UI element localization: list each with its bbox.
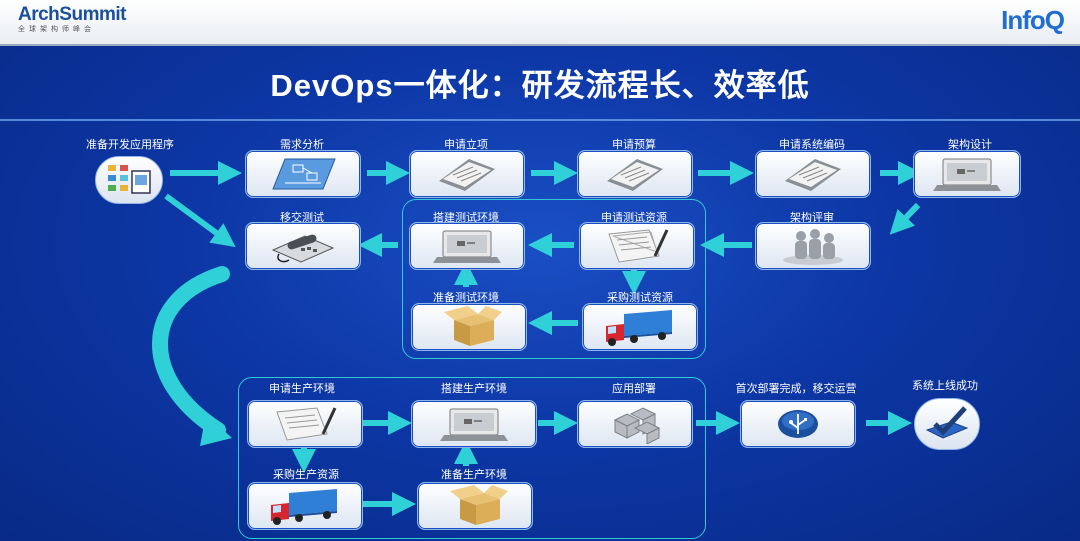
usb-icon <box>778 410 818 438</box>
step-first-deploy-complete <box>740 400 856 448</box>
step-project-approval <box>409 150 525 198</box>
truck-icon <box>271 489 337 525</box>
step-system-launch-success <box>914 398 980 450</box>
step-prod-env-request <box>247 400 363 448</box>
archsummit-logo: ArchSummit 全球架构师峰会 <box>18 4 126 34</box>
step-label: 搭建测试环境 <box>433 212 499 224</box>
step-label: 应用部署 <box>612 383 656 395</box>
slide-title: DevOps一体化：研发流程长、效率低 <box>270 68 810 103</box>
laptop-icon <box>933 158 1001 191</box>
step-prepare-prod-env <box>417 482 533 530</box>
step-prepare-test-env <box>411 303 527 351</box>
blueprint-icon <box>272 158 336 190</box>
prod-env-group <box>238 377 706 539</box>
meeting-icon <box>783 229 843 265</box>
archsummit-logo-text: ArchSummit <box>18 4 126 25</box>
step-app-deployment <box>577 400 693 448</box>
phone-icon <box>271 234 335 263</box>
step-build-prod-env <box>411 400 537 448</box>
step-test-resource-request <box>579 222 695 270</box>
step-label: 申请系统编码 <box>779 139 845 151</box>
laptop-icon <box>433 230 501 263</box>
step-label: 申请预算 <box>612 139 656 151</box>
infoq-logo: InfoQ <box>1001 5 1065 35</box>
box-icon <box>444 306 502 346</box>
start-node <box>95 156 163 204</box>
step-label: 申请测试资源 <box>601 212 667 224</box>
step-label: 需求分析 <box>280 139 324 151</box>
archsummit-logo-subtext: 全球架构师峰会 <box>18 26 95 33</box>
title-divider <box>0 119 1080 121</box>
step-label: 架构评审 <box>790 212 834 224</box>
step-label: 申请生产环境 <box>269 383 335 395</box>
step-label: 申请立项 <box>444 139 488 151</box>
app-grid-icon <box>108 165 151 194</box>
header-bar: ArchSummit 全球架构师峰会 InfoQ <box>0 0 1080 46</box>
step-handover-testing <box>245 222 361 270</box>
box-icon <box>450 485 508 525</box>
step-label: 首次部署完成，移交运营 <box>735 383 857 395</box>
laptop-icon <box>440 408 508 441</box>
step-label: 准备测试环境 <box>433 292 499 304</box>
arrow <box>889 202 921 235</box>
step-architecture-review <box>755 222 871 270</box>
step-label: 采购生产资源 <box>273 469 339 481</box>
curved-arrow <box>152 266 230 438</box>
clipboard-icon <box>785 159 841 191</box>
step-architecture-design <box>913 150 1021 198</box>
step-prod-resource-purchase <box>247 482 363 530</box>
test-env-group <box>402 199 706 359</box>
step-label: 架构设计 <box>948 139 992 151</box>
step-label: 采购测试资源 <box>607 292 673 304</box>
step-system-code-request <box>755 150 871 198</box>
arrow <box>164 193 236 248</box>
document-sign-icon <box>608 229 669 263</box>
step-label: 准备生产环境 <box>441 469 507 481</box>
checkmark-icon <box>925 406 969 439</box>
step-build-test-env <box>409 222 525 270</box>
start-label: 准备开发应用程序 <box>86 139 174 151</box>
clipboard-icon <box>439 159 495 191</box>
step-label: 系统上线成功 <box>912 380 978 392</box>
cubes-icon <box>613 407 661 444</box>
truck-icon <box>606 310 672 346</box>
step-label: 搭建生产环境 <box>441 383 507 395</box>
step-test-resource-purchase <box>582 303 698 351</box>
document-sign-icon <box>276 407 337 441</box>
step-requirements-analysis <box>245 150 361 198</box>
clipboard-icon <box>607 159 663 191</box>
step-budget-request <box>577 150 693 198</box>
step-label: 移交测试 <box>280 212 324 224</box>
